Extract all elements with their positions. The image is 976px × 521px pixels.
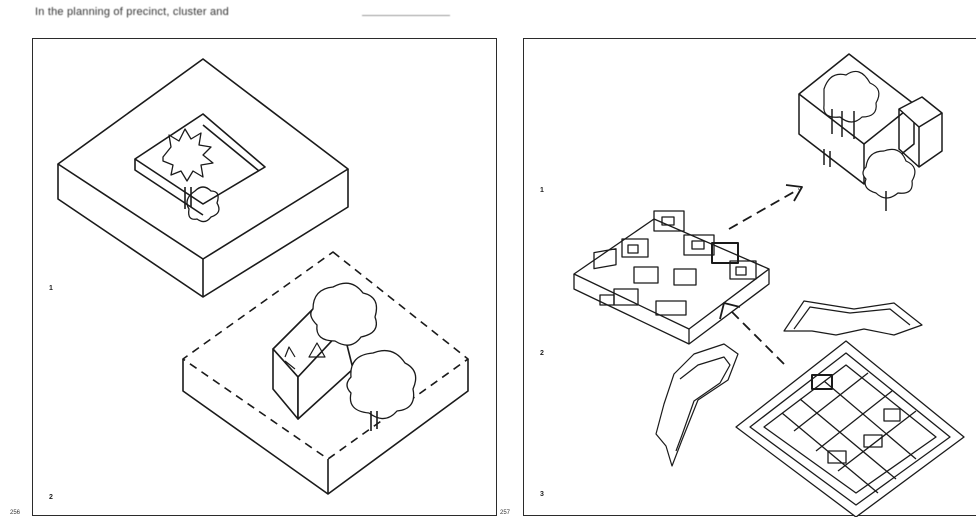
dashed-arrow-up-left: [720, 303, 784, 364]
page-number-right: 257: [500, 510, 510, 516]
left-figure-number-2: 2: [49, 494, 53, 501]
left-isometric-drawings: [33, 39, 498, 517]
caption-rule: [362, 15, 450, 16]
grid-site-plan-drawing: [736, 341, 964, 517]
right-isometric-drawings: [524, 39, 976, 517]
dashed-arrow-up-right: [729, 185, 802, 229]
page-caption: In the planning of precinct, cluster and: [35, 6, 229, 18]
left-figure-number-1: 1: [49, 285, 53, 292]
housing-cluster-drawing: [574, 211, 769, 344]
dashed-envelope-house-drawing: [183, 252, 468, 494]
courtyard-house-detail-drawing: [799, 54, 942, 211]
right-figure-number-1: 1: [540, 187, 544, 194]
right-figure-panel: 1 2 3: [523, 38, 976, 516]
courtyard-block-drawing: [58, 59, 348, 297]
right-figure-number-3: 3: [540, 491, 544, 498]
left-figure-panel: 1 2: [32, 38, 497, 516]
right-figure-number-2: 2: [540, 350, 544, 357]
page-number-left: 256: [10, 510, 20, 516]
